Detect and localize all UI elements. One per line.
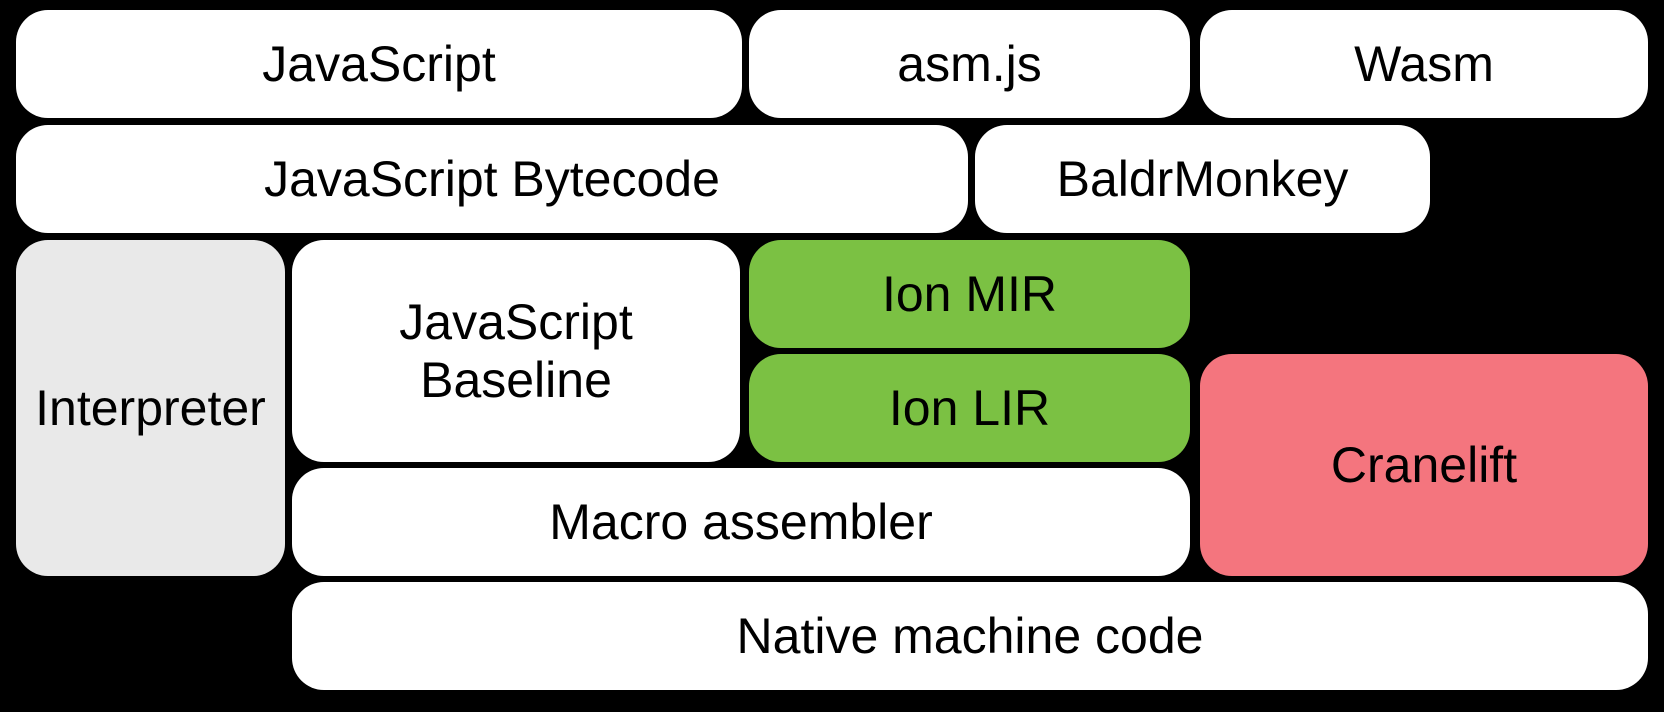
box-wasm-label: Wasm <box>1354 36 1494 92</box>
box-javascript: JavaScript <box>16 10 742 118</box>
box-macro-assembler-label: Macro assembler <box>549 494 933 550</box>
box-native-machine-code-label: Native machine code <box>736 608 1204 664</box>
box-baldrmonkey-label: BaldrMonkey <box>1056 151 1349 207</box>
box-ion-lir-label: Ion LIR <box>888 380 1051 436</box>
box-macro-assembler: Macro assembler <box>292 468 1190 576</box>
box-javascript-bytecode-label: JavaScript Bytecode <box>264 151 720 207</box>
box-asmjs-label: asm.js <box>897 36 1042 92</box>
box-ion-mir: Ion MIR <box>749 240 1190 348</box>
box-ion-mir-label: Ion MIR <box>881 266 1058 322</box>
box-baldrmonkey: BaldrMonkey <box>975 125 1430 233</box>
box-ion-lir: Ion LIR <box>749 354 1190 462</box>
box-javascript-baseline-label: JavaScript Baseline <box>399 294 633 408</box>
box-native-machine-code: Native machine code <box>292 582 1648 690</box>
box-cranelift-label: Cranelift <box>1330 437 1518 493</box>
box-interpreter-label: Interpreter <box>35 380 266 436</box>
box-wasm: Wasm <box>1200 10 1648 118</box>
box-javascript-label: JavaScript <box>262 36 496 92</box>
box-javascript-bytecode: JavaScript Bytecode <box>16 125 968 233</box>
box-cranelift: Cranelift <box>1200 354 1648 576</box>
box-interpreter: Interpreter <box>16 240 285 576</box>
box-asmjs: asm.js <box>749 10 1190 118</box>
box-javascript-baseline: JavaScript Baseline <box>292 240 740 462</box>
